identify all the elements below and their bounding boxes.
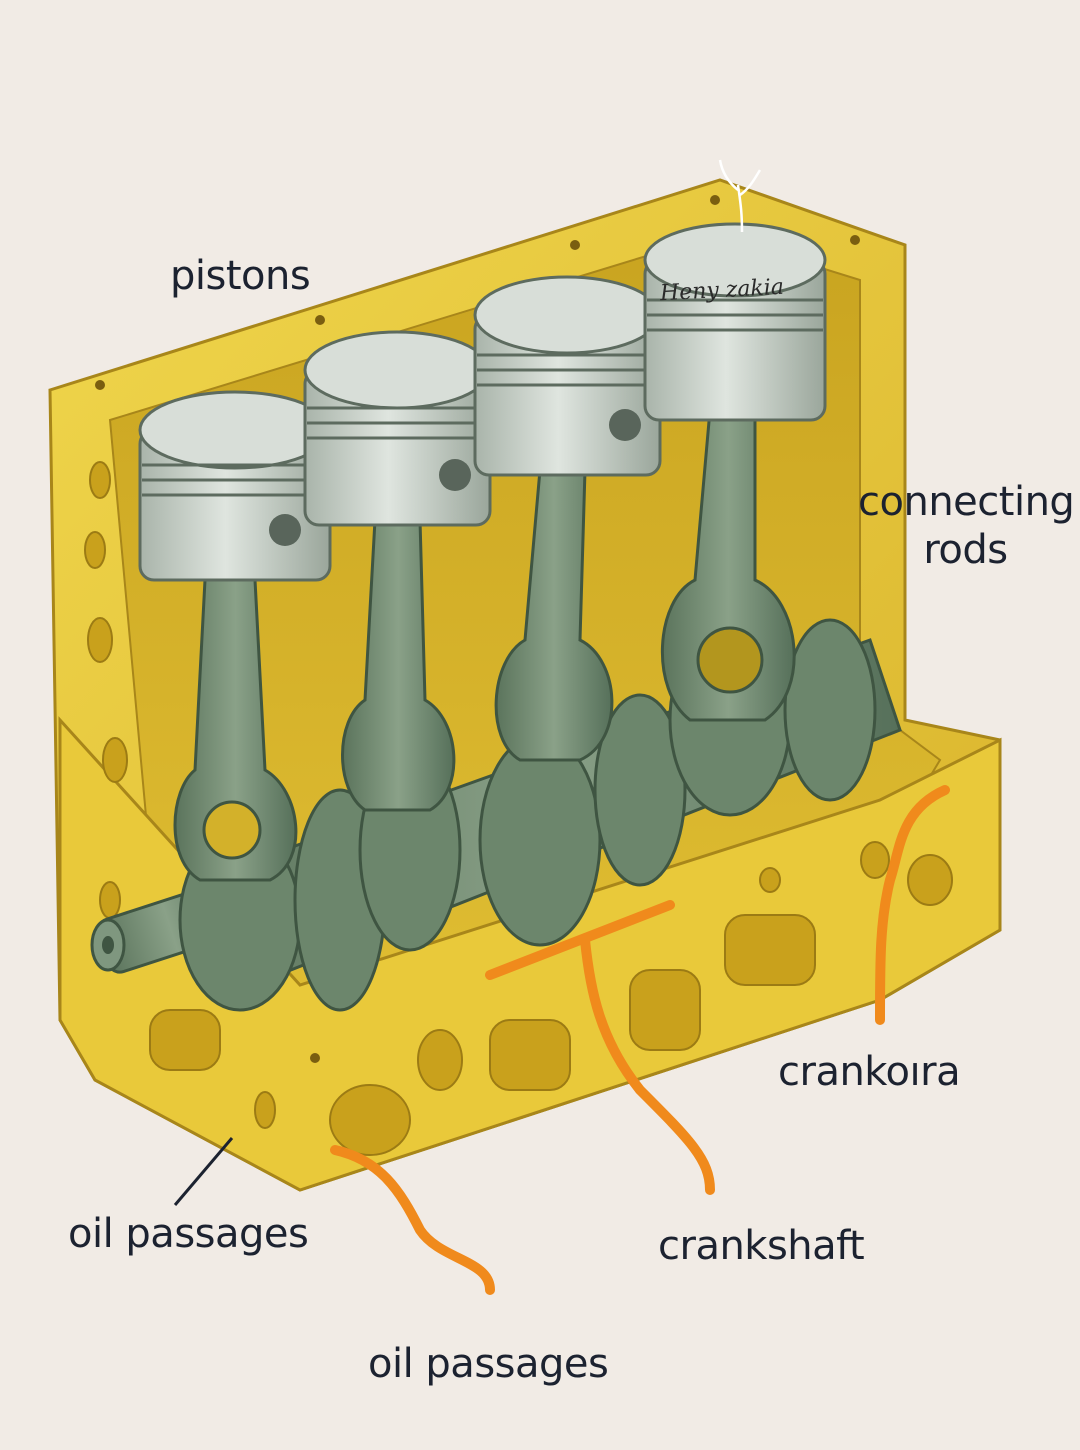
watermark-sprout-icon <box>718 159 762 233</box>
label-oil-passages-left: oil passages <box>68 1211 309 1257</box>
label-crankshaft: crankshaft <box>658 1223 865 1269</box>
piston-3 <box>473 275 662 477</box>
piston-4 <box>643 222 827 422</box>
piston-1 <box>138 390 332 582</box>
label-crankcase: crankoıra <box>778 1049 961 1095</box>
label-connecting-rods-line2: rods <box>923 527 1008 573</box>
oil-passages-leader-line <box>173 1137 234 1206</box>
label-connecting-rods: connecting rods <box>858 478 1075 574</box>
label-oil-passages-bottom: oil passages <box>368 1341 609 1387</box>
label-connecting-rods-line1: connecting <box>858 479 1075 525</box>
oil-passages <box>330 731 950 1295</box>
connecting-rods <box>173 408 796 882</box>
piston-2 <box>303 330 492 527</box>
pistons <box>138 222 827 582</box>
label-pistons: pistons <box>170 253 311 299</box>
